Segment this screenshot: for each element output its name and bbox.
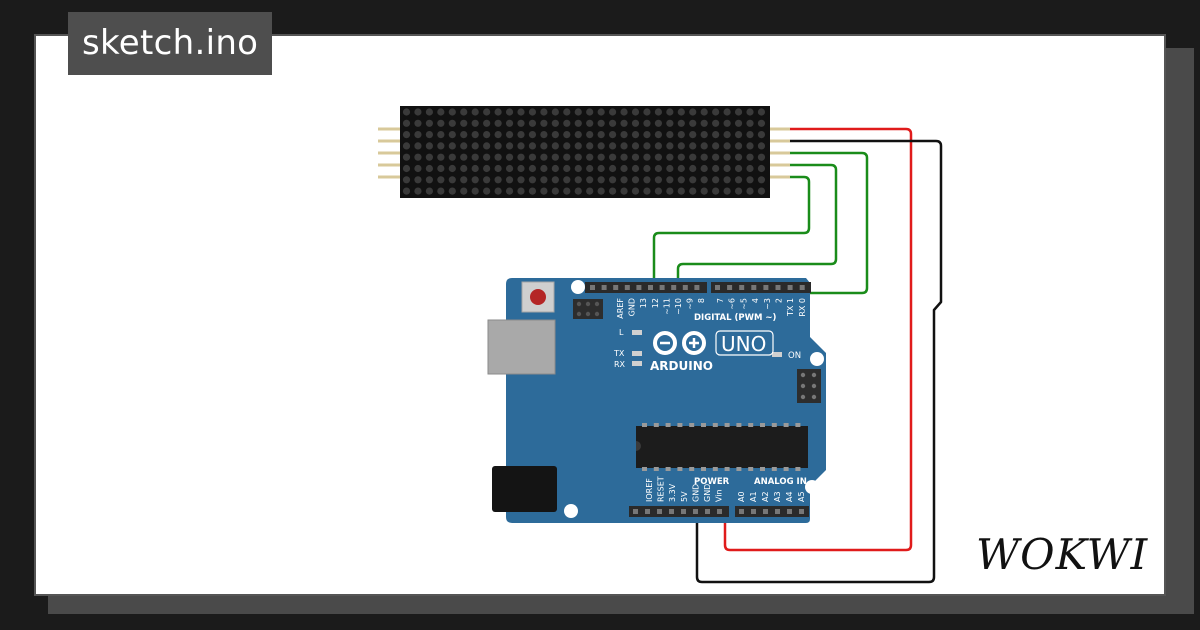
- led-matrix[interactable]: [400, 106, 770, 198]
- digital-header-label: DIGITAL (PWM ~): [694, 313, 776, 323]
- svg-text:A3: A3: [773, 491, 782, 502]
- wire-cs-green[interactable]: [676, 163, 838, 288]
- svg-text:3.3V: 3.3V: [668, 483, 677, 502]
- icsp-header-left: [573, 299, 603, 319]
- svg-text:7: 7: [716, 298, 725, 303]
- icsp-header-right: [797, 369, 821, 403]
- arduino-model-label: UNO: [721, 332, 766, 356]
- digital-header-right: [711, 282, 811, 293]
- matrix-right-pins: [770, 127, 790, 179]
- svg-text:L: L: [619, 328, 624, 337]
- svg-text:GND: GND: [628, 298, 637, 316]
- mounting-hole: [810, 352, 824, 366]
- svg-text:~5: ~5: [739, 298, 748, 310]
- svg-text:5V: 5V: [680, 491, 689, 502]
- led-tx: TX: [613, 349, 642, 358]
- svg-text:~11: ~11: [662, 298, 671, 315]
- led-on: ON: [772, 351, 801, 361]
- svg-text:Vin: Vin: [715, 489, 724, 502]
- wokwi-logo: WOKWI: [976, 530, 1149, 579]
- mounting-hole: [805, 480, 819, 494]
- svg-text:~10: ~10: [674, 298, 683, 315]
- svg-text:A5: A5: [797, 491, 806, 502]
- analog-label: ANALOG IN: [754, 477, 807, 487]
- svg-text:RESET: RESET: [657, 476, 666, 502]
- power-label: POWER: [694, 477, 730, 487]
- svg-text:TX: TX: [613, 349, 625, 358]
- svg-text:12: 12: [651, 298, 660, 308]
- svg-text:8: 8: [697, 298, 706, 303]
- arduino-logo: ARDUINO UNO: [650, 330, 774, 373]
- arduino-brand-label: ARDUINO: [650, 359, 713, 373]
- reset-button[interactable]: [521, 281, 555, 313]
- svg-text:AREF: AREF: [616, 298, 625, 319]
- digital-header-left: [585, 282, 707, 293]
- mounting-hole: [564, 504, 578, 518]
- mounting-hole: [571, 280, 585, 294]
- wire-vcc-red[interactable]: [723, 127, 913, 552]
- led-l: L: [619, 328, 642, 337]
- svg-text:~6: ~6: [728, 298, 737, 310]
- svg-text:A0: A0: [737, 491, 746, 502]
- analog-header: [735, 506, 809, 517]
- led-rx: RX: [614, 360, 642, 369]
- svg-text:RX 0: RX 0: [798, 298, 807, 317]
- svg-text:RX: RX: [614, 360, 626, 369]
- wire-gnd-black[interactable]: [695, 139, 943, 584]
- svg-text:WOKWI: WOKWI: [976, 530, 1149, 579]
- svg-text:2: 2: [775, 298, 784, 303]
- matrix-dots: [402, 108, 766, 195]
- atmega-chip: [636, 423, 808, 471]
- usb-connector: [487, 319, 556, 375]
- svg-text:13: 13: [639, 298, 648, 308]
- svg-text:A4: A4: [785, 491, 794, 502]
- svg-text:~9: ~9: [686, 298, 695, 310]
- power-header: [629, 506, 729, 517]
- power-jack: [492, 466, 557, 512]
- wire-clk-green[interactable]: [652, 175, 811, 288]
- svg-text:~3: ~3: [763, 298, 772, 310]
- matrix-left-pins: [378, 127, 400, 179]
- wire-din-green[interactable]: [710, 151, 869, 295]
- svg-text:ON: ON: [788, 351, 801, 361]
- svg-text:A1: A1: [749, 491, 758, 502]
- svg-text:A2: A2: [761, 491, 770, 502]
- svg-text:4: 4: [751, 298, 760, 303]
- sketch-filename-badge[interactable]: sketch.ino: [68, 12, 273, 75]
- svg-text:GND: GND: [691, 484, 700, 502]
- svg-text:GND: GND: [703, 484, 712, 502]
- svg-text:TX 1: TX 1: [786, 298, 795, 317]
- svg-text:IOREF: IOREF: [645, 478, 654, 502]
